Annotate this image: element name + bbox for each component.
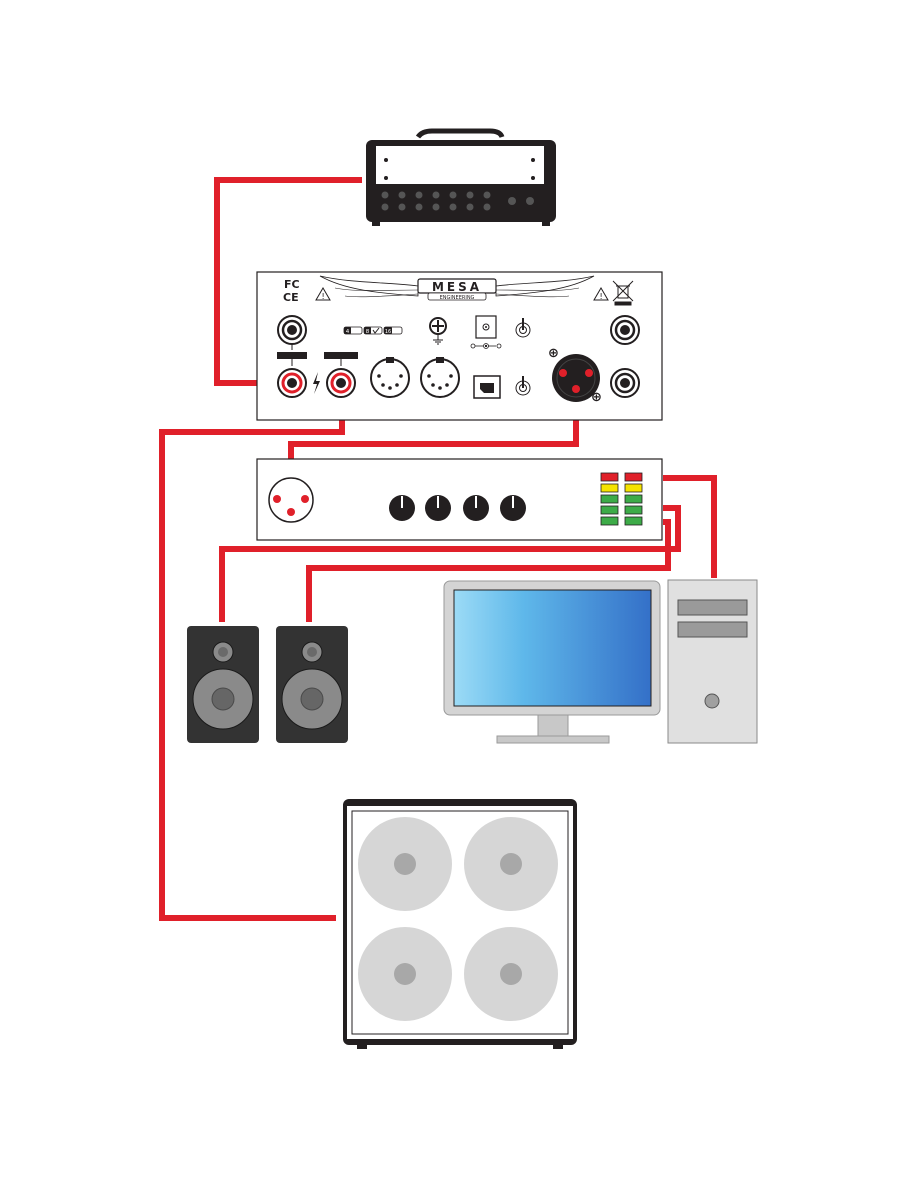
impedance-selector[interactable]: 4 8 16 bbox=[344, 327, 402, 335]
polarity-plus-icon: ⊕ bbox=[548, 346, 559, 361]
studio-monitor-right bbox=[276, 626, 348, 743]
amp-input-jack[interactable] bbox=[278, 369, 306, 397]
audio-interface bbox=[257, 459, 662, 540]
gain-knob[interactable] bbox=[500, 495, 526, 521]
drive-bay bbox=[678, 600, 747, 615]
interface-xlr-input[interactable] bbox=[269, 478, 313, 522]
power-button-icon bbox=[705, 694, 719, 708]
cabinet-speaker-cone bbox=[358, 817, 452, 911]
computer-tower bbox=[668, 580, 757, 743]
polarity-plus-icon: ⊕ bbox=[591, 390, 602, 405]
impedance-label-8: 8 bbox=[366, 329, 370, 335]
usb-b-port bbox=[474, 376, 500, 398]
svg-text:!: ! bbox=[600, 292, 603, 301]
brand-subtitle: ENGINEERING bbox=[440, 295, 475, 301]
speaker-output-jack[interactable] bbox=[327, 369, 355, 397]
svg-text:!: ! bbox=[322, 292, 325, 301]
level-meter-left bbox=[601, 473, 618, 525]
drive-bay bbox=[678, 622, 747, 637]
amp-head bbox=[366, 131, 556, 226]
level-meter-right bbox=[625, 473, 642, 525]
cabinet-speaker-cone bbox=[464, 927, 558, 1021]
gain-knob[interactable] bbox=[425, 495, 451, 521]
computer-monitor bbox=[444, 581, 660, 743]
speaker-cabinet bbox=[343, 799, 577, 1049]
cabinet-speaker-cone bbox=[358, 927, 452, 1021]
aux-jack-bottom-right bbox=[611, 369, 639, 397]
gain-knob[interactable] bbox=[463, 495, 489, 521]
load-box-rear-panel: FC CE ! ! MESA EN bbox=[257, 272, 662, 420]
brand-name: MESA bbox=[432, 280, 482, 294]
impedance-label-4: 4 bbox=[346, 329, 350, 335]
ce-mark: CE bbox=[283, 291, 299, 304]
aux-jack-top-right bbox=[611, 316, 639, 344]
monitor-screen bbox=[454, 590, 651, 706]
studio-monitor-left bbox=[187, 626, 259, 743]
fcc-mark: FC bbox=[284, 278, 300, 291]
gain-knob[interactable] bbox=[389, 495, 415, 521]
cabinet-speaker-cone bbox=[464, 817, 558, 911]
impedance-label-16: 16 bbox=[385, 329, 391, 335]
